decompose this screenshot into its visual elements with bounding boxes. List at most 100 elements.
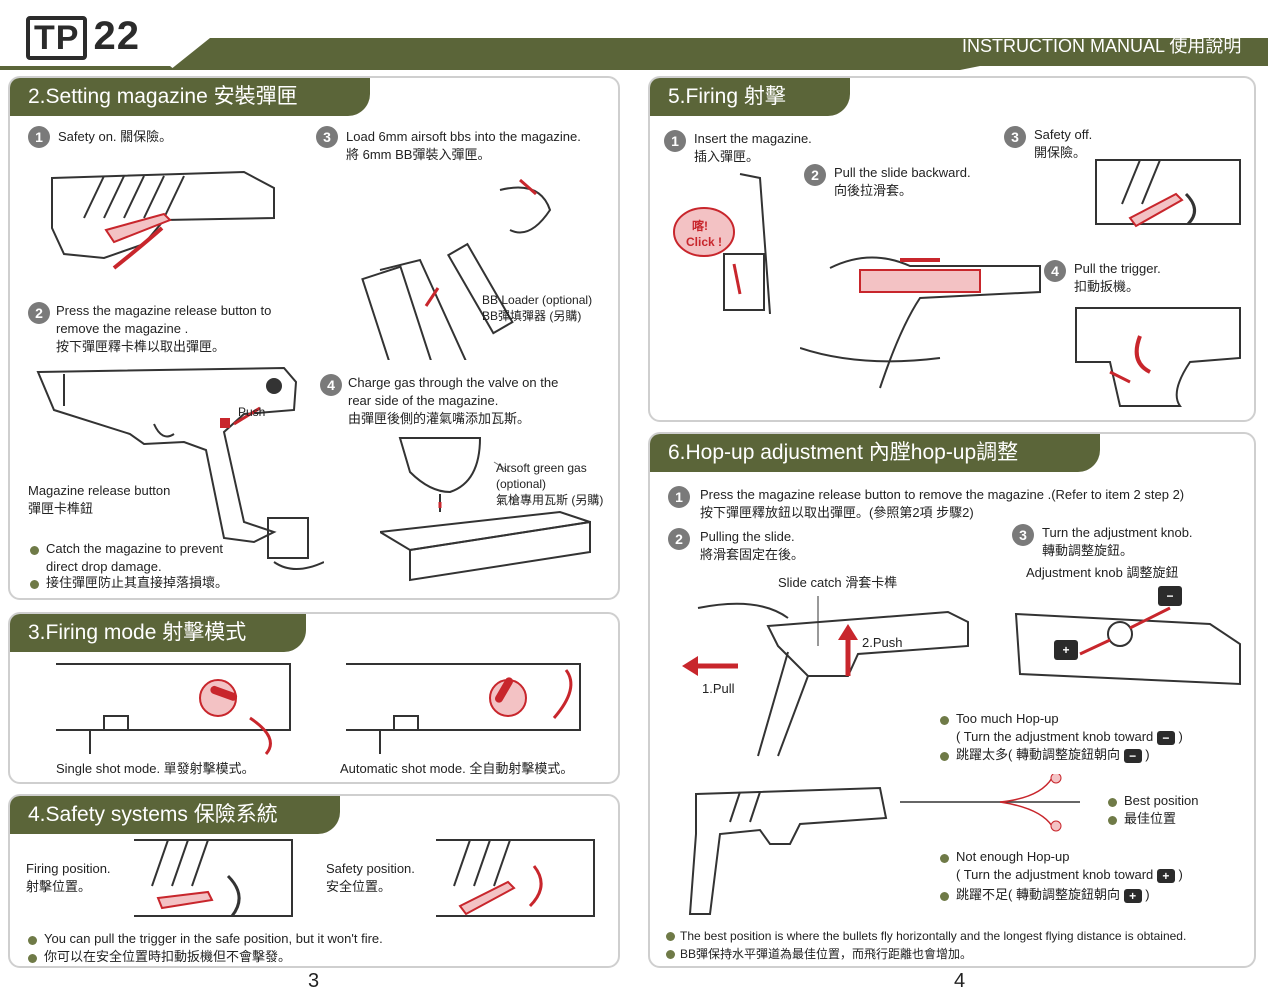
too-much-hopup-zh-text: 跳躍太多( 轉動調整旋鈕朝向 xyxy=(956,747,1120,762)
safety-off-illustration xyxy=(1095,159,1241,228)
pull-trigger-illustration xyxy=(1075,307,1241,407)
too-much-hopup-en-text: ( Turn the adjustment knob toward xyxy=(956,729,1154,744)
step-text-zh: 向後拉滑套。 xyxy=(834,183,913,198)
step-text-zh: 開保險。 xyxy=(1034,145,1087,160)
firing-position-en: Firing position. xyxy=(26,861,111,876)
logo-number: 22 xyxy=(93,14,140,58)
step-text: Pull the slide backward. xyxy=(834,165,971,180)
firing-position-illustration xyxy=(134,839,293,917)
not-enough-hopup-en: ( Turn the adjustment knob toward + ) xyxy=(956,866,1183,884)
closing-paren: ) xyxy=(1145,887,1150,902)
page-number-right: 4 xyxy=(954,970,966,992)
step-text-line1: Press the magazine release button to xyxy=(56,303,272,318)
adjustment-knob-illustration xyxy=(1014,606,1241,686)
safety-note-en: You can pull the trigger in the safe pos… xyxy=(44,931,383,946)
bullet-icon xyxy=(666,932,675,941)
step-number: 1 xyxy=(28,126,50,148)
safety-note-zh: 你可以在安全位置時扣動扳機但不會擊發。 xyxy=(44,949,292,964)
single-shot-label: Single shot mode. 單發射擊模式。 xyxy=(56,761,255,776)
section-firing-mode: 3.Firing mode 射擊模式 Single shot mode. 單發射… xyxy=(8,612,620,784)
bullet-icon xyxy=(30,546,39,555)
header-band-shape xyxy=(0,38,1268,70)
step-number: 2 xyxy=(668,528,690,550)
manual-title: INSTRUCTION MANUAL 使用說明 xyxy=(962,36,1242,56)
not-enough-hopup-title: Not enough Hop-up xyxy=(956,849,1070,864)
minus-icon: − xyxy=(1158,586,1182,606)
not-enough-hopup-en-text: ( Turn the adjustment knob toward xyxy=(956,867,1154,882)
pull-label: 1.Pull xyxy=(702,681,735,696)
step-text: Safety on. 關保險。 xyxy=(58,129,173,144)
step-text: Pull the trigger. xyxy=(1074,261,1161,276)
bullet-icon xyxy=(28,954,37,963)
magazine-release-illustration xyxy=(36,366,324,570)
step-text-line1: Charge gas through the valve on the xyxy=(348,375,559,390)
step-number: 3 xyxy=(1004,126,1026,148)
step-text: Load 6mm airsoft bbs into the magazine. xyxy=(346,129,581,144)
too-much-hopup-en: ( Turn the adjustment knob toward − ) xyxy=(956,728,1183,746)
catch-note-line2: direct drop damage. xyxy=(46,559,162,574)
step-text-line2: rear side of the magazine. xyxy=(348,393,499,408)
step-text: Turn the adjustment knob. xyxy=(1042,525,1193,540)
adjustment-knob-label: Adjustment knob 調整旋鈕 xyxy=(1026,565,1179,580)
gas-charging-illustration xyxy=(380,437,591,582)
minus-icon: − xyxy=(1156,730,1175,745)
section-setting-magazine: 2.Setting magazine 安裝彈匣 1 Safety on. 關保險… xyxy=(8,76,620,600)
best-note-en: The best position is where the bullets f… xyxy=(680,929,1187,943)
safety-position-illustration xyxy=(436,839,595,917)
step-text-zh: 將 6mm BB彈裝入彈匣。 xyxy=(346,147,491,162)
step-text-zh: 插入彈匣。 xyxy=(694,149,760,164)
auto-shot-illustration xyxy=(346,663,581,754)
bullet-icon xyxy=(940,854,949,863)
not-enough-hopup-zh-text: 跳躍不足( 轉動調整旋鈕朝向 xyxy=(956,887,1120,902)
step-text: Safety off. xyxy=(1034,127,1093,142)
page-number-left: 3 xyxy=(308,970,320,992)
bullet-icon xyxy=(940,892,949,901)
step-number: 4 xyxy=(1044,260,1066,282)
single-shot-illustration xyxy=(56,663,291,755)
gas-label-zh: 氣槍專用瓦斯 (另購) xyxy=(496,493,604,507)
logo-tp: TP xyxy=(26,16,88,60)
plus-icon: + xyxy=(1123,888,1142,903)
bullet-icon xyxy=(666,950,675,959)
minus-icon: − xyxy=(1123,748,1142,763)
step-number: 2 xyxy=(804,164,826,186)
safety-position-en: Safety position. xyxy=(326,861,415,876)
too-much-hopup-title: Too much Hop-up xyxy=(956,711,1059,726)
slide-catch-label: Slide catch 滑套卡榫 xyxy=(778,575,898,590)
step-text: Pulling the slide. xyxy=(700,529,795,544)
step-text-zh: 扣動扳機。 xyxy=(1074,279,1140,294)
step-text-zh: 將滑套固定在後。 xyxy=(700,547,805,562)
push-label: Push xyxy=(238,405,266,419)
closing-paren: ) xyxy=(1178,867,1183,882)
section-title: 2.Setting magazine 安裝彈匣 xyxy=(10,78,370,116)
pull-slide-illustration xyxy=(800,256,1041,389)
step-text-zh: 按下彈匣釋卡榫以取出彈匣。 xyxy=(56,339,226,354)
click-label-en: Click ! xyxy=(686,235,723,249)
step-text: Insert the magazine. xyxy=(694,131,812,146)
bb-loading-illustration xyxy=(361,178,552,360)
bullet-icon xyxy=(940,752,949,761)
step-text-zh: 由彈匣後側的灌氣嘴添加瓦斯。 xyxy=(348,411,531,426)
auto-shot-label: Automatic shot mode. 全自動射擊模式。 xyxy=(340,761,574,776)
release-label-en: Magazine release button xyxy=(28,483,171,498)
step-number: 4 xyxy=(320,374,342,396)
bullet-icon xyxy=(940,716,949,725)
safety-position-zh: 安全位置。 xyxy=(326,879,392,894)
slide-catch-illustration xyxy=(682,596,969,757)
bullet-icon xyxy=(1108,816,1117,825)
firing-position-zh: 射擊位置。 xyxy=(26,879,92,894)
step-number: 3 xyxy=(316,126,338,148)
loader-label-zh: BB彈填彈器 (另購) xyxy=(482,309,582,323)
plus-icon: + xyxy=(1054,640,1078,660)
bullet-icon xyxy=(1108,798,1117,807)
trajectory-illustration xyxy=(688,774,1080,915)
click-label-zh: 喀! xyxy=(692,219,708,233)
too-much-hopup-zh: 跳躍太多( 轉動調整旋鈕朝向 − ) xyxy=(956,746,1150,764)
section-title: 5.Firing 射擊 xyxy=(650,78,850,116)
section-firing: 5.Firing 射擊 1 Insert the magazine. 插入彈匣。… xyxy=(648,76,1256,422)
bullet-icon xyxy=(30,580,39,589)
step-number: 2 xyxy=(28,302,50,324)
plus-icon: + xyxy=(1156,868,1175,883)
